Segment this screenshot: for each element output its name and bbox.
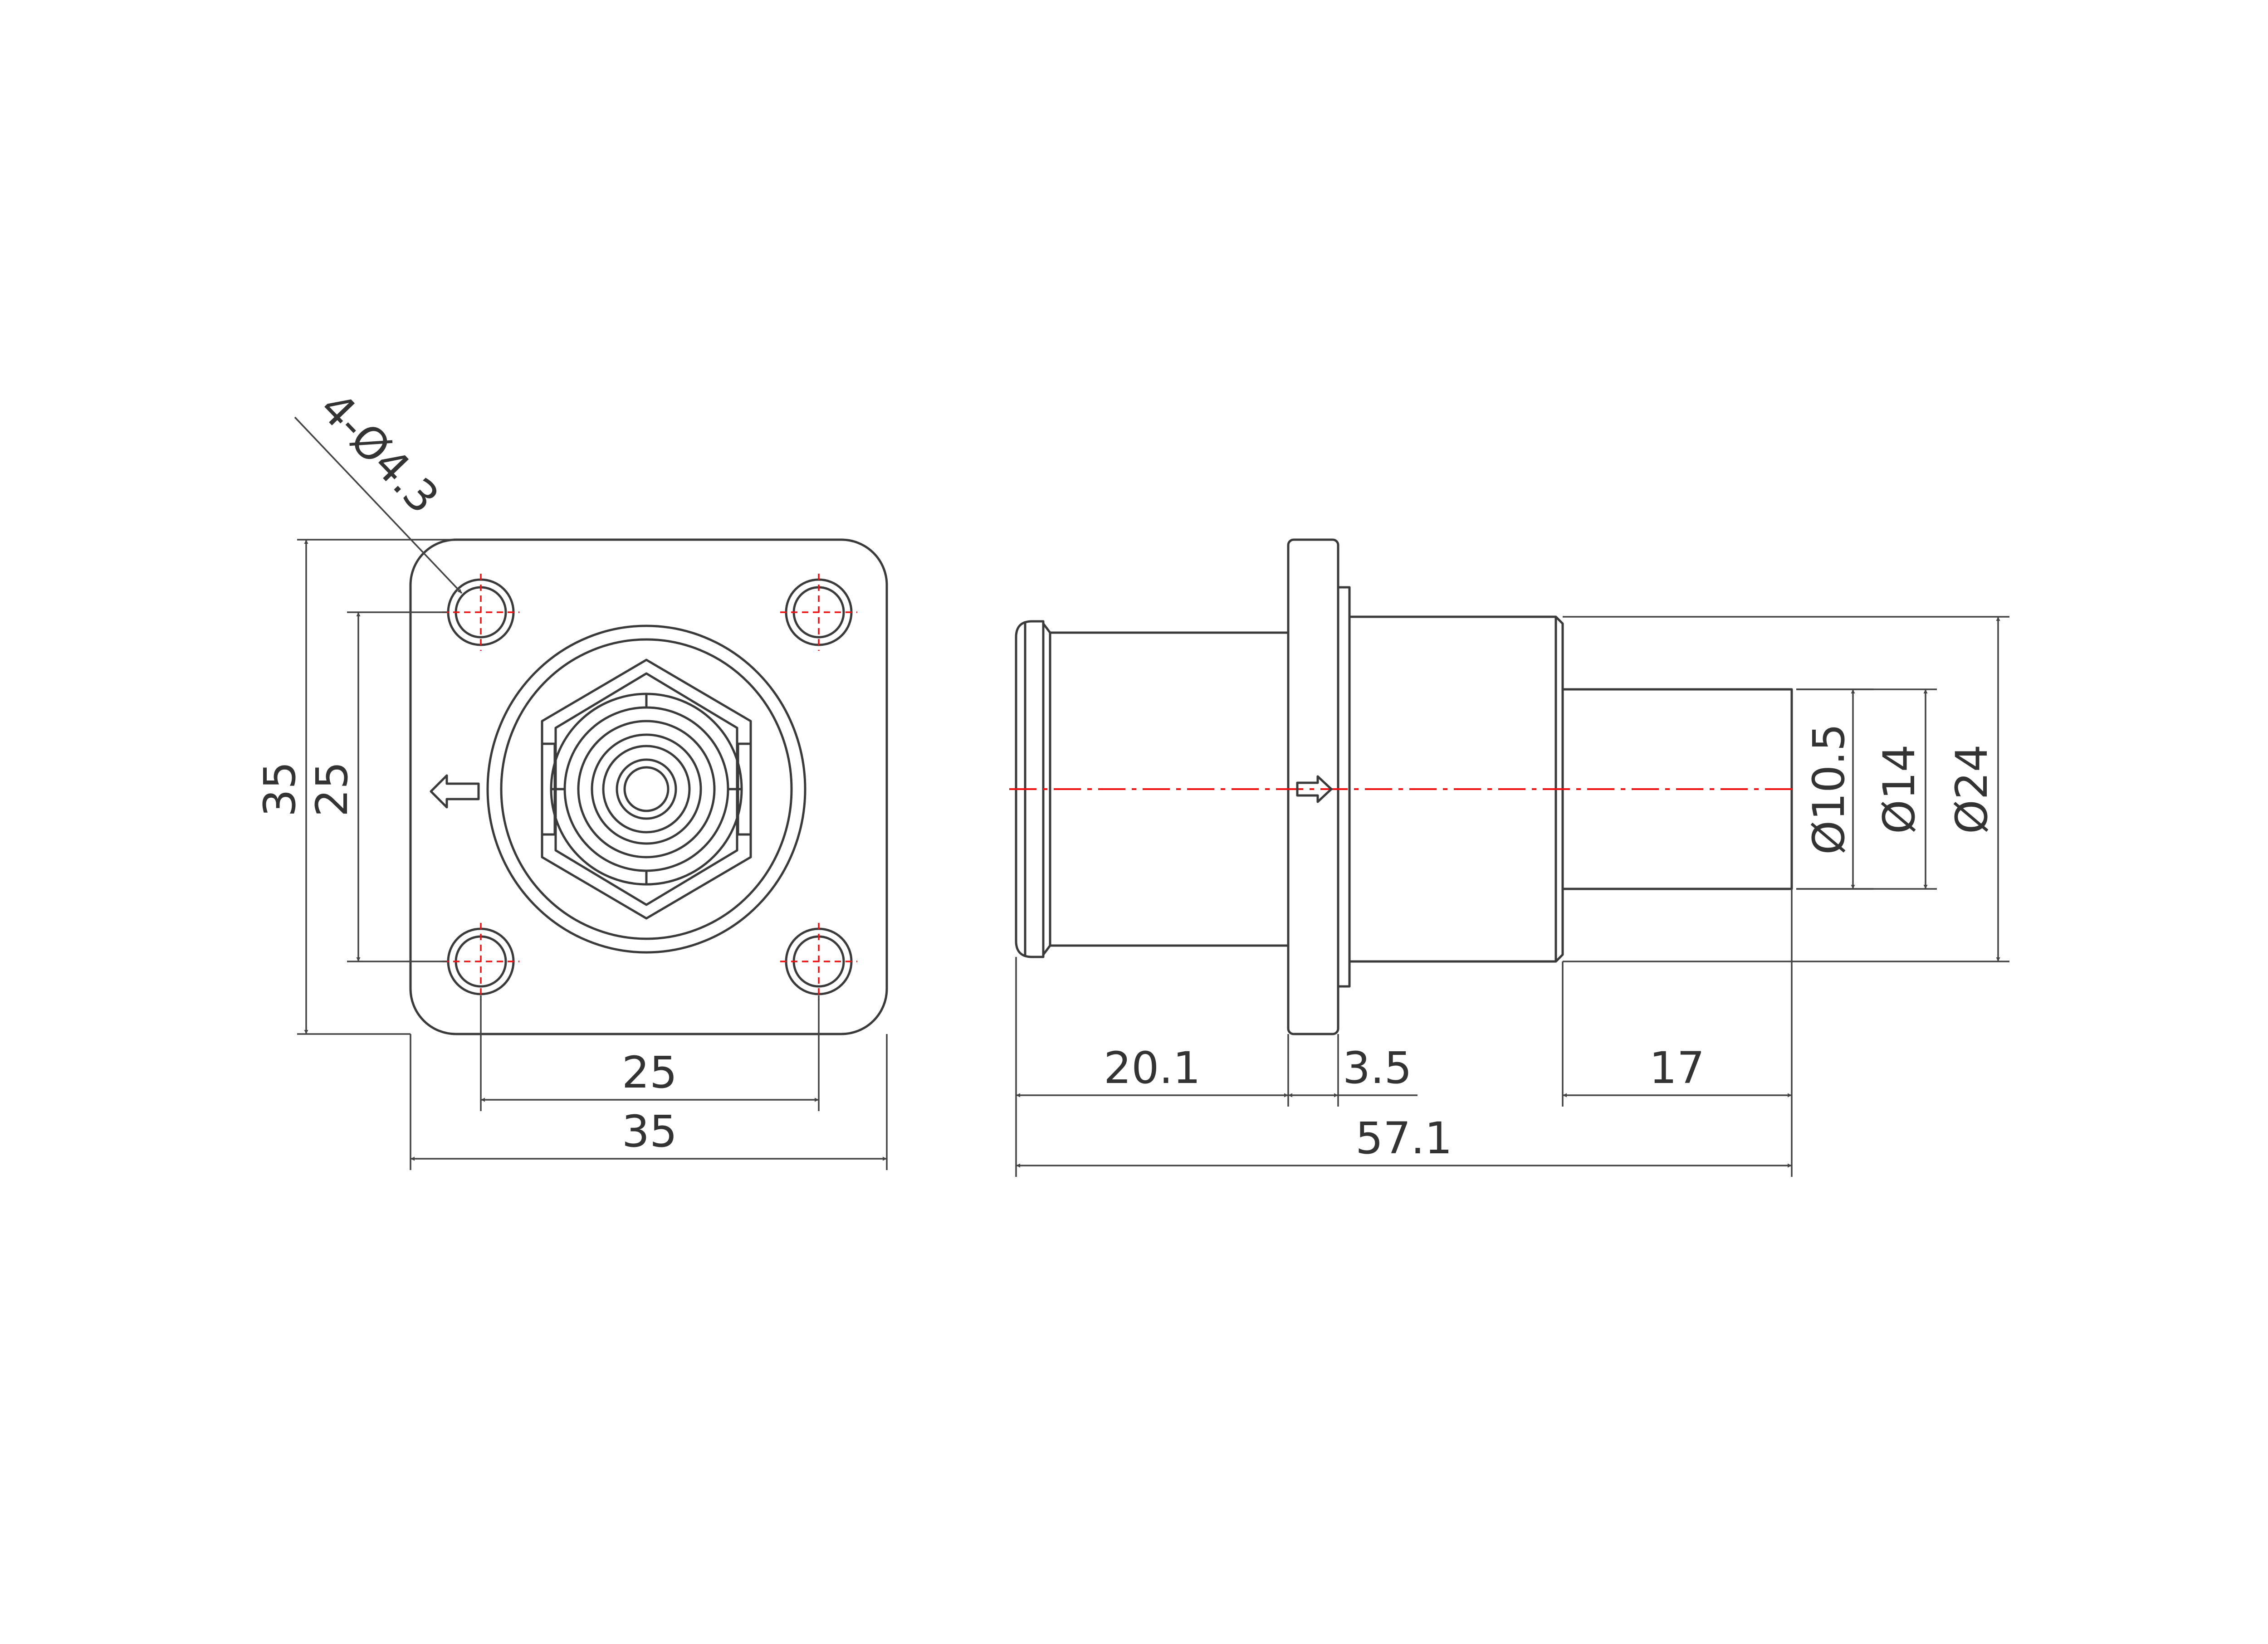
mounting-holes xyxy=(442,574,857,1000)
dim-len-front-body-label: 20.1 xyxy=(1104,1043,1201,1093)
mounting-hole xyxy=(780,574,857,651)
side-view: Ø10.5 Ø14 Ø24 20.1 3.5 xyxy=(1009,538,2009,1177)
connector-face xyxy=(486,624,807,954)
dim-width-hole-pitch: 25 xyxy=(480,995,820,1111)
dim-len-overall-label: 57.1 xyxy=(1355,1113,1452,1164)
front-view: 35 25 25 35 4-Ø4.3 xyxy=(254,382,888,1170)
hex-nut xyxy=(541,659,752,920)
dim-dia-pin-label: Ø10.5 xyxy=(1804,723,1854,854)
dim-len-flange-label: 3.5 xyxy=(1343,1043,1412,1093)
dim-dia-rear-label: Ø14 xyxy=(1874,744,1925,834)
dim-len-front-body: 20.1 xyxy=(1015,957,1289,1177)
dim-height-hole-pitch-label: 25 xyxy=(307,761,357,817)
dim-width-overall: 35 xyxy=(410,1034,888,1170)
dim-height-overall-label: 35 xyxy=(254,761,305,817)
dim-width-overall-label: 35 xyxy=(622,1106,677,1157)
flange xyxy=(1287,538,1339,1035)
dim-len-rear-pin: 17 xyxy=(1562,889,1793,1177)
dim-dia-pin: Ø10.5 xyxy=(1796,688,1873,890)
dim-len-flange: 3.5 xyxy=(1288,1034,1418,1107)
polarity-arrow-icon xyxy=(430,774,480,809)
mounting-hole xyxy=(442,923,519,1000)
hole-callout: 4-Ø4.3 xyxy=(294,382,463,594)
dim-len-overall: 57.1 xyxy=(1016,1113,1792,1168)
dim-dia-rear: Ø14 xyxy=(1796,688,1937,890)
mounting-hole xyxy=(442,574,519,651)
dim-len-rear-pin-label: 17 xyxy=(1649,1043,1705,1093)
front-flange-outline xyxy=(409,538,888,1035)
flange-arrow-icon xyxy=(1296,775,1333,803)
mounting-hole xyxy=(780,923,857,1000)
dim-dia-body: Ø24 xyxy=(1563,616,2009,962)
dim-height-hole-pitch: 25 xyxy=(307,611,447,962)
hole-callout-label: 4-Ø4.3 xyxy=(310,382,449,523)
dim-dia-body-label: Ø24 xyxy=(1946,744,1997,834)
dim-width-hole-pitch-label: 25 xyxy=(622,1047,677,1098)
dim-height-overall: 35 xyxy=(254,539,454,1035)
